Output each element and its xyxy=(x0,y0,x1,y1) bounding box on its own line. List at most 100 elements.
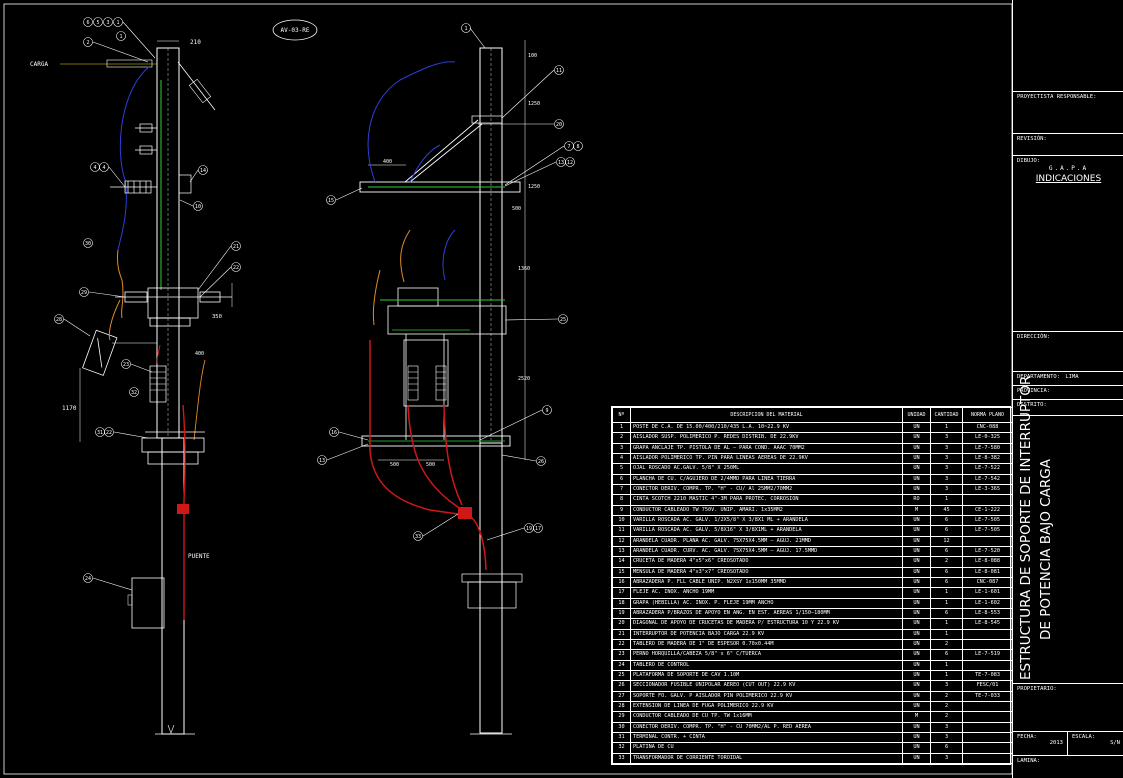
bom-cell-norm: TE-7-033 xyxy=(962,690,1013,702)
bom-cell-norm: LE-7-520 xyxy=(962,545,1013,558)
bom-header-no: Nº xyxy=(612,407,631,423)
callout-numbers-right: 1 11 20 7 8 13 12 15 25 9 16 13 26 33 19… xyxy=(319,26,580,540)
dim-350: 350 xyxy=(212,314,222,320)
tb-direccion: DIRECCIÓN: xyxy=(1013,332,1123,372)
bom-cell-norm: LE-3-365 xyxy=(962,483,1013,496)
bom-cell-no: 25 xyxy=(612,669,631,682)
svg-text:28: 28 xyxy=(56,317,62,323)
dim-1250-a: 1250 xyxy=(528,101,540,107)
bom-header-norm: NORMA PLANO xyxy=(962,407,1013,423)
bom-cell-unit: UN xyxy=(902,638,931,651)
svg-text:33: 33 xyxy=(415,534,421,540)
bom-cell-quantity: 6 xyxy=(930,566,963,578)
bom-cell-quantity: 2 xyxy=(930,638,963,651)
svg-text:16: 16 xyxy=(331,430,337,436)
bom-cell-description: CONDUCTOR CABLEADO TW 750V. UNIP. AMARI.… xyxy=(630,504,903,516)
bom-cell-quantity: 3 xyxy=(930,483,963,496)
bom-cell-norm: LE-7-522 xyxy=(962,463,1013,475)
bom-cell-description: TABLERO DE CONTROL xyxy=(630,659,903,671)
tb-top-blank xyxy=(1013,0,1123,92)
svg-text:29: 29 xyxy=(81,290,87,296)
callout-numbers-left: 6 5 3 1 2 1 4 4 14 10 30 21 22 29 28 23 … xyxy=(56,20,239,582)
bom-cell-description: CINTA SCOTCH 2210 MASTIC 4"-3M PARA PROT… xyxy=(630,494,903,506)
bom-cell-unit: UN xyxy=(902,680,931,692)
bom-cell-quantity: 6 xyxy=(930,545,963,558)
svg-text:19: 19 xyxy=(526,526,532,532)
bom-cell-unit: UN xyxy=(902,587,931,599)
tb-dibujo: DIBUJO: G.A.P.A INDICACIONES xyxy=(1013,156,1123,332)
dim-500-b: 500 xyxy=(390,462,399,468)
revision-label: REVISIÓN: xyxy=(1017,136,1047,142)
bom-cell-unit: UN xyxy=(902,576,931,589)
bom-cell-description: PERNO HORQUILLA/CABEZA 5/8" x 6" C/TUERC… xyxy=(630,649,903,661)
bom-cell-norm: LE-7-505 xyxy=(962,525,1013,537)
bom-cell-quantity: 3 xyxy=(930,452,963,465)
svg-text:13: 13 xyxy=(319,458,325,464)
bom-cell-description: CONECTOR DERIV. COMPR. TP. "H" - CU/ Al … xyxy=(630,483,903,496)
bom-cell-norm: LE-7-519 xyxy=(962,649,1013,661)
svg-text:7: 7 xyxy=(567,144,570,150)
bom-cell-no: 26 xyxy=(612,680,631,692)
bom-cell-norm xyxy=(962,638,1013,651)
bom-cell-description: TRANSFORMADOR DE CORRIENTE TOROIDAL xyxy=(630,752,903,764)
departamento-label: DEPARTAMENTO: xyxy=(1017,374,1061,380)
bom-cell-quantity: 1 xyxy=(930,494,963,506)
bom-cell-unit: UN xyxy=(902,649,931,661)
bom-cell-no: 2 xyxy=(612,432,631,444)
bom-cell-norm: LE-8-545 xyxy=(962,618,1013,630)
bom-cell-unit: UN xyxy=(902,721,931,733)
bom-cell-quantity: 1 xyxy=(930,597,963,609)
bom-cell-unit: UN xyxy=(902,659,931,671)
bom-cell-quantity: 3 xyxy=(930,731,963,744)
bom-cell-description: MENSULA DE MADERA 4"x3"x7" CREOSOTADO xyxy=(630,566,903,578)
callouts-right xyxy=(317,23,583,541)
bom-cell-quantity: 6 xyxy=(930,576,963,589)
fecha-value: 2013 xyxy=(1049,740,1063,746)
svg-text:14: 14 xyxy=(200,168,206,174)
svg-text:20: 20 xyxy=(556,122,562,128)
svg-text:26: 26 xyxy=(538,459,544,465)
bom-cell-no: 31 xyxy=(612,731,631,744)
provincia-label: PROVINCIA: xyxy=(1017,388,1051,394)
bom-cell-unit: UN xyxy=(902,525,931,537)
svg-text:2: 2 xyxy=(86,40,89,46)
bom-cell-norm: LE-1-602 xyxy=(962,597,1013,609)
distrito-label: DISTRITO: xyxy=(1017,402,1047,408)
bom-cell-quantity: 1 xyxy=(930,587,963,599)
bom-cell-quantity: 1 xyxy=(930,669,963,682)
main-title-line2: DE POTENCIA BAJO CARGA xyxy=(1038,459,1054,640)
svg-text:17: 17 xyxy=(535,526,541,532)
bom-cell-no: 8 xyxy=(612,494,631,506)
svg-text:3: 3 xyxy=(106,20,109,26)
bom-cell-norm xyxy=(962,700,1013,713)
tb-proyectista: PROYECTISTA RESPONSABLE: xyxy=(1013,92,1123,134)
svg-text:AV-03-RE: AV-03-RE xyxy=(281,27,310,34)
current-transformer-right xyxy=(458,507,472,519)
bom-cell-norm: LE-8-553 xyxy=(962,607,1013,620)
tb-revision: REVISIÓN: xyxy=(1013,134,1123,156)
bom-cell-no: 3 xyxy=(612,442,631,455)
svg-text:31: 31 xyxy=(97,430,103,436)
tb-fecha: FECHA: 2013 xyxy=(1013,732,1068,756)
bom-cell-norm: CNC-087 xyxy=(962,576,1013,589)
callouts-left xyxy=(54,17,241,591)
bom-cell-description: AISLADOR SUSP. POLIMERICO P. REDES DISTR… xyxy=(630,432,903,444)
propietario-label: PROPIETARIO: xyxy=(1017,686,1057,692)
bom-cell-no: 18 xyxy=(612,597,631,609)
bom-cell-no: 20 xyxy=(612,618,631,630)
svg-text:1: 1 xyxy=(464,26,467,32)
